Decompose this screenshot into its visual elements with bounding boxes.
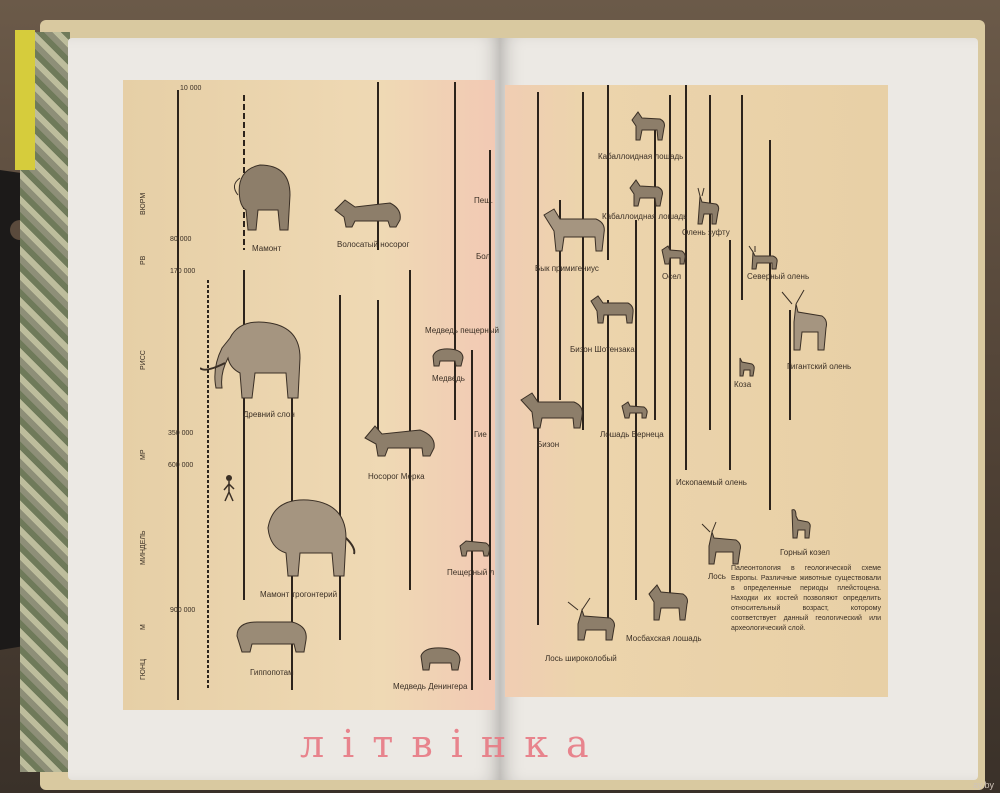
hippo-drawing <box>236 621 307 653</box>
bear-drawing <box>432 348 464 367</box>
broadfront-elk-drawing <box>567 597 615 641</box>
deninger-bear-drawing <box>420 647 461 671</box>
label-goat: Коза <box>734 380 752 389</box>
label-hippo: Гиппопотам <box>250 668 294 677</box>
scale-label-170000: 170 000 <box>170 268 196 275</box>
label-kiang-horse: Кабаллоидная лошадь <box>598 152 684 161</box>
period-wurm: ВЮРМ <box>140 192 147 215</box>
goat-drawing <box>739 357 755 377</box>
label-bison-priscus: Бык примигениус <box>535 264 599 273</box>
label-bol: Бол <box>476 252 491 261</box>
label-cave-bear-fragment: Медведь пещерный <box>425 326 499 335</box>
label-cave-lion: Пещерный л <box>447 568 495 577</box>
label-elk: Лось <box>708 572 726 581</box>
label-broadfront-elk: Лось широколобый <box>545 654 617 663</box>
trogontherium-mammoth-drawing <box>267 499 356 577</box>
period-riss: РИСС <box>140 350 147 370</box>
label-deer-daffy: Олень зуфту <box>682 228 730 237</box>
label-donkey: Осел <box>662 272 682 281</box>
label-merck-rhino: Носорог Мерка <box>368 472 425 481</box>
label-kiang-horse2: Кабаллоидная лошадь <box>602 212 688 221</box>
left-illustration-plate <box>123 80 495 710</box>
page-caption: Палеонтология в геологической схеме Евро… <box>731 565 881 632</box>
label-ancient-elephant: Древний слон <box>243 410 295 419</box>
bison-schoetensack-drawing <box>590 295 634 324</box>
bison-drawing <box>520 392 583 429</box>
label-bear: Медведь <box>432 374 465 383</box>
label-reindeer: Северный олень <box>747 272 810 281</box>
mosbach-horse-drawing <box>648 584 688 621</box>
label-mountain-goat: Горный козел <box>780 548 830 557</box>
label-giant-deer: Гигантский олень <box>787 362 852 371</box>
label-mammoth: Мамонт <box>252 244 282 253</box>
human-figure-drawing <box>223 475 235 502</box>
mountain-goat-drawing <box>791 509 811 539</box>
label-mosbach-horse: Мосбахская лошадь <box>626 634 702 643</box>
woolly-rhino-drawing <box>334 199 401 228</box>
period-rv: РВ <box>140 255 147 265</box>
book-spine-yellow <box>15 30 35 170</box>
label-bison: Бизон <box>537 440 560 449</box>
kiang-horse-drawing <box>631 111 665 141</box>
label-bison-schoetensack: Бизон Шотензака <box>570 345 635 354</box>
merck-rhino-drawing <box>364 425 435 457</box>
label-gen: Гие <box>474 430 487 439</box>
label-fossil-deer: Ископаемый олень <box>676 478 747 487</box>
right-illustration-plate <box>505 85 888 697</box>
reindeer-drawing <box>748 245 778 270</box>
watermark-text: літвінка <box>300 722 607 766</box>
site-watermark: ay.by <box>973 780 994 790</box>
label-woolly-rhino: Волосатый носорог <box>337 240 410 249</box>
period-mindel: МИНДЕЛЬ <box>140 530 147 565</box>
giant-deer-drawing <box>781 289 827 351</box>
scale-label-600000: 600 000 <box>168 462 194 469</box>
label-deninger-bear: Медведь Денингера <box>393 682 468 691</box>
label-pesh: Пещ. <box>474 196 494 205</box>
label-vernet-horse: Лошадь Вернеца <box>600 430 664 439</box>
bison-priscus-drawing <box>543 208 605 252</box>
scale-label-900000: 900 000 <box>170 607 196 614</box>
scale-label-80000: 80 000 <box>170 236 192 243</box>
period-gunz: ГЮНЦ <box>140 658 147 680</box>
cave-lion-drawing <box>459 540 491 557</box>
vernet-horse-drawing <box>621 401 648 419</box>
deer-daffy-drawing <box>697 187 720 225</box>
donkey-drawing <box>661 245 686 265</box>
scale-label-350000: 350 000 <box>168 430 194 437</box>
scale-label-10000: 10 000 <box>180 85 202 92</box>
period-mr: МР <box>140 449 147 461</box>
mammoth-drawing <box>234 164 291 231</box>
elk-drawing <box>701 521 741 565</box>
ancient-elephant-drawing <box>200 321 301 399</box>
kiang-horse2-drawing <box>629 179 663 207</box>
period-m: М <box>140 624 147 630</box>
label-trogontherium-mammoth: Мамонт трогонтерий <box>260 590 338 599</box>
